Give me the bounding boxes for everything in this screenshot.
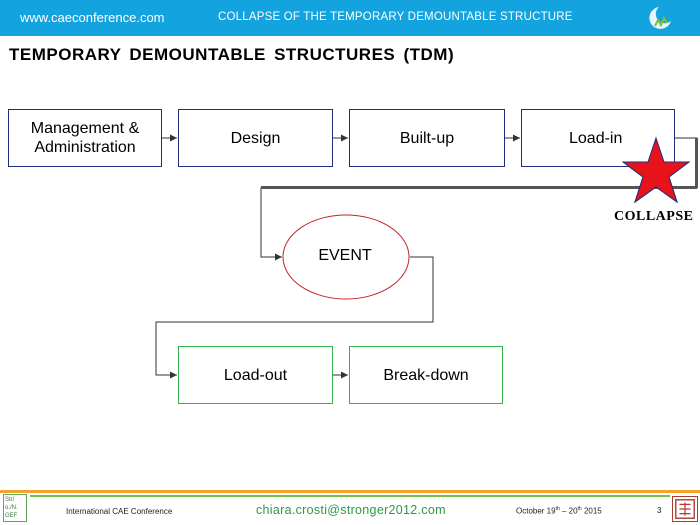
event-ellipse: [282, 214, 410, 300]
stage-label: Design: [230, 129, 281, 147]
date-part: 2015: [581, 506, 602, 516]
header-bar: www.caeconference.com COLLAPSE OF THE TE…: [0, 0, 700, 36]
red-star-icon: [621, 136, 691, 204]
stage-break-down: Break-down: [349, 346, 503, 404]
date-part: – 20: [559, 506, 578, 516]
stage-built-up: Built-up: [349, 109, 505, 167]
stage-label: Built-up: [399, 129, 455, 147]
stage-label: Load-in: [569, 129, 623, 147]
stage-design: Design: [178, 109, 333, 167]
date-sup: th: [577, 506, 582, 512]
collapse-label: COLLAPSE: [614, 209, 694, 224]
collapse-band-shadow: [261, 186, 697, 189]
crescent-logo-icon: [649, 7, 671, 29]
date-part: October 19: [516, 506, 556, 516]
footer-date: October 19th – 20th 2015: [516, 506, 602, 516]
stronger-logo-icon: Str/ o./N. GEF: [3, 494, 27, 522]
header-title: COLLAPSE OF THE TEMPORARY DEMOUNTABLE ST…: [218, 11, 573, 23]
arrow-event-loadout: [155, 256, 434, 379]
footer-conference: International CAE Conference: [66, 507, 173, 516]
stage-load-out: Load-out: [178, 346, 333, 404]
page-number: 3: [657, 506, 662, 515]
stage-label: Management & Administration: [30, 120, 140, 156]
footer-orange-line: [0, 490, 700, 493]
site-url[interactable]: www.caeconference.com: [20, 10, 165, 25]
stage-label: Load-out: [223, 366, 288, 384]
event-label: EVENT: [318, 247, 372, 264]
collapse-band-shadow-side: [695, 138, 698, 188]
footer-email[interactable]: chiara.crosti@stronger2012.com: [256, 503, 446, 517]
seal-logo-icon: [672, 496, 698, 522]
stage-label: Break-down: [383, 366, 469, 384]
stage-management-administration: Management & Administration: [8, 109, 162, 167]
footer-green-line: [30, 495, 670, 497]
slide-title: TEMPORARY DEMOUNTABLE STRUCTURES (TDM): [9, 45, 455, 64]
date-sup: th: [555, 506, 560, 512]
